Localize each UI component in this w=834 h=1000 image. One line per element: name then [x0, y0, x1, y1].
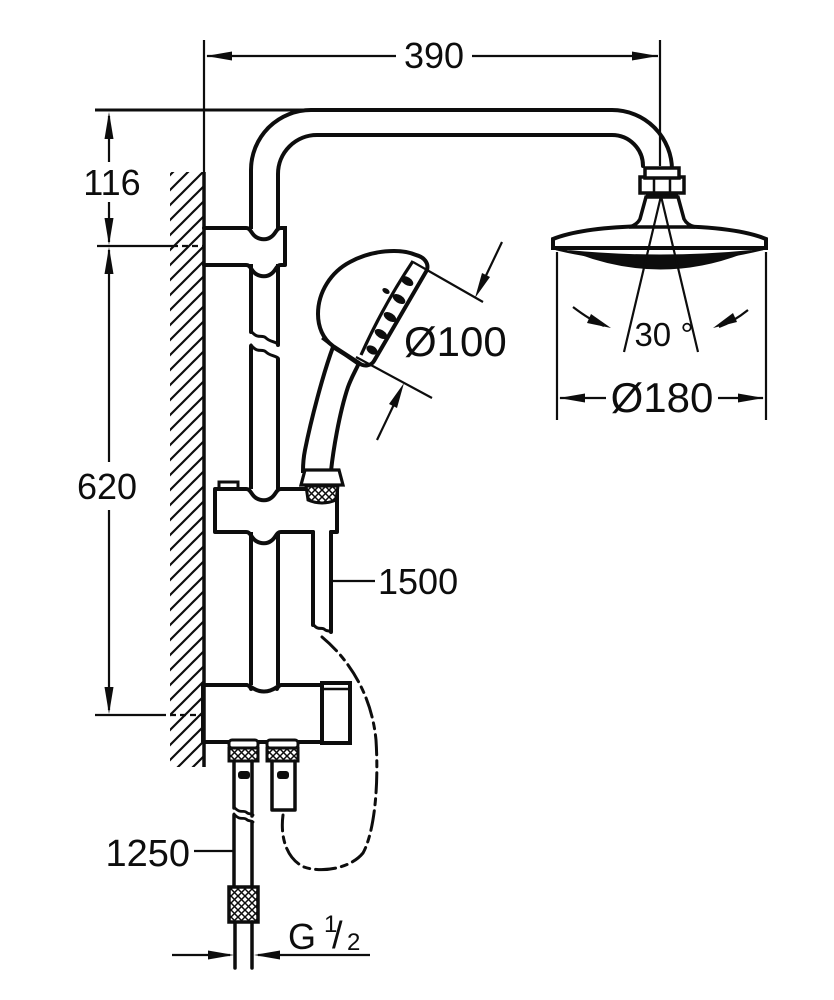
arrowhead-down	[104, 687, 114, 714]
arrowhead-right	[713, 313, 737, 328]
wall-bracket	[202, 226, 287, 279]
head-shower-dome	[551, 223, 768, 250]
extension-line-top	[412, 261, 484, 303]
label-thread-numerator: 1	[324, 911, 337, 938]
label-angle-30: 30 °	[634, 316, 693, 353]
hand-shower-face-line	[359, 260, 415, 356]
arrowhead-up	[104, 112, 114, 139]
wall-hatch	[170, 172, 204, 767]
dim-thread-g12	[172, 950, 370, 960]
arrowhead-top	[475, 273, 490, 298]
label-thread-slash: /	[332, 915, 343, 957]
arrowhead-left	[559, 393, 585, 403]
hand-shower-nozzles	[366, 275, 414, 355]
shower-hose	[280, 530, 379, 872]
hand-shower-handle	[300, 344, 362, 473]
arrowhead-bottom	[389, 383, 404, 408]
hose-phantom-loop	[280, 635, 379, 872]
label-hose-1500: 1500	[378, 561, 458, 602]
label-thread-denominator: 2	[347, 929, 360, 956]
dim-30deg	[572, 195, 749, 353]
arrowhead-right	[632, 51, 658, 61]
hex-nut-facets	[652, 178, 672, 192]
head-shower	[551, 166, 768, 270]
dim-180	[555, 252, 768, 420]
extension-line-bottom	[355, 356, 433, 399]
head-shower-collar	[643, 166, 681, 180]
label-thread-letter: G	[288, 916, 316, 957]
dim-100	[355, 241, 503, 441]
arrowhead-down	[104, 218, 114, 245]
hand-shower	[298, 249, 430, 505]
label-diameter-100: Ø100	[404, 318, 507, 365]
hand-shower-cone	[298, 468, 346, 487]
diverter-knob	[320, 681, 352, 745]
left-nut-knurl	[227, 746, 260, 763]
dim-116	[97, 112, 204, 248]
diverter-valve	[201, 681, 352, 745]
head-shower-neck	[628, 195, 696, 229]
connection-nuts	[227, 738, 300, 763]
hand-shower-knurl-ring	[304, 484, 340, 505]
dim-620	[95, 247, 204, 717]
arrowhead-left	[587, 314, 611, 328]
label-offset-116: 116	[83, 162, 140, 203]
arrowhead-right	[208, 950, 234, 960]
arrowhead-up	[104, 247, 114, 274]
arrowhead-left	[254, 950, 280, 960]
label-inlet-1250: 1250	[105, 833, 190, 875]
left-pipe-seal	[238, 771, 250, 779]
label-diameter-180: Ø180	[611, 374, 714, 421]
right-pipe-seal	[277, 771, 289, 779]
inlet-union-knurl	[227, 885, 260, 924]
inlet-pipes	[227, 759, 297, 970]
label-width-390: 390	[404, 35, 464, 76]
hand-shower-neck-line	[321, 336, 359, 366]
dim-390	[202, 40, 662, 172]
arrowhead-right	[738, 393, 764, 403]
arrowhead-left	[206, 51, 232, 61]
right-nut-knurl	[265, 746, 300, 763]
label-height-620: 620	[77, 466, 137, 507]
head-shower-nozzle-band	[568, 250, 752, 270]
spray-angle-lines	[622, 195, 700, 353]
